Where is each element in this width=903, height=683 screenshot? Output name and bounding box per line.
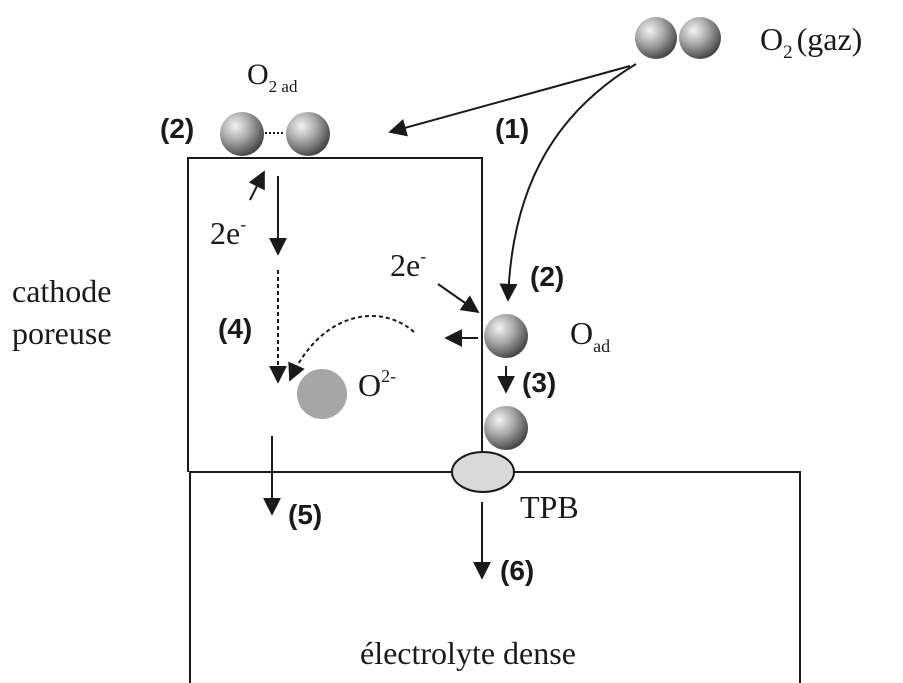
o-ad-label: Oad	[570, 315, 610, 356]
electrolyte-label: électrolyte dense	[360, 635, 576, 671]
oxide-ion	[297, 369, 347, 419]
arrow-oad-to-oxide-dashed	[288, 314, 415, 382]
step-4-label: (4)	[218, 313, 252, 344]
o2-adsorbed-molecule	[220, 112, 330, 156]
arrow-electrons-right	[437, 283, 480, 314]
o2-gas-label: O2(gaz)	[760, 21, 862, 63]
tpb-label: TPB	[520, 489, 579, 525]
arrow-electrons-left	[248, 170, 265, 201]
o2-gas-molecule	[635, 17, 721, 59]
tpb-ellipse	[451, 451, 515, 493]
arrow-gas-to-o2ad	[388, 65, 631, 137]
cathode-label-line2: poreuse	[12, 315, 112, 351]
o2-ad-label: O2 ad	[247, 58, 298, 96]
o-atom-near-tpb	[484, 406, 528, 450]
step-3-label: (3)	[522, 367, 556, 398]
step-6-label: (6)	[500, 555, 534, 586]
step-5-label: (5)	[288, 499, 322, 530]
step-2-left-label: (2)	[160, 113, 194, 144]
oxide-ion-label: O2-	[358, 366, 396, 403]
step-1-label: (1)	[495, 113, 529, 144]
o-adsorbed-atom	[484, 314, 528, 358]
cathode-label-line1: cathode	[12, 273, 112, 309]
electrons-right-label: 2e-	[390, 246, 426, 283]
cathode-outline	[187, 157, 483, 472]
arrow-gas-to-oad	[499, 63, 637, 302]
step-2-right-label: (2)	[530, 261, 564, 292]
electrons-left-label: 2e-	[210, 214, 246, 251]
